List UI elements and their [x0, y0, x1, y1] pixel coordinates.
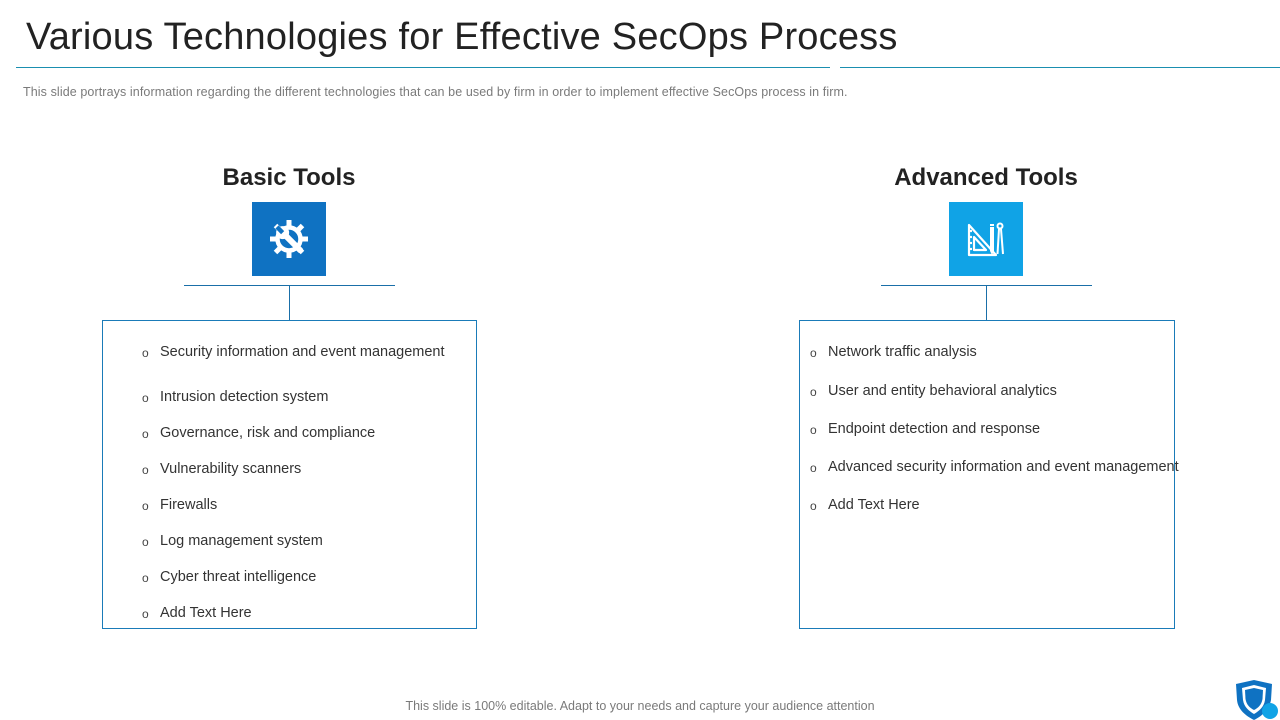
advanced-tools-icon-box [949, 202, 1023, 276]
list-item: Log management system [160, 533, 323, 549]
bullet-icon: o [810, 461, 817, 475]
bullet-icon: o [142, 607, 149, 621]
list-item: Network traffic analysis [828, 344, 977, 360]
gear-wrench-icon [270, 220, 308, 258]
bullet-icon: o [142, 427, 149, 441]
bullet-icon: o [142, 463, 149, 477]
list-item: Intrusion detection system [160, 389, 329, 405]
basic-tools-connector-vertical [289, 285, 290, 320]
list-item: Add Text Here [828, 497, 920, 513]
list-item: Advanced security information and event … [828, 459, 1179, 475]
bullet-icon: o [142, 391, 149, 405]
bullet-icon: o [142, 499, 149, 513]
basic-tools-heading: Basic Tools [222, 164, 356, 191]
list-item: User and entity behavioral analytics [828, 383, 1057, 399]
shield-icon [1236, 680, 1278, 720]
design-tools-icon [967, 222, 1004, 257]
list-item: Governance, risk and compliance [160, 425, 376, 441]
basic-tools-icon-box [252, 202, 326, 276]
page-title: Various Technologies for Effective SecOp… [26, 16, 898, 58]
basic-tools-list: o Security information and event managem… [102, 320, 477, 629]
advanced-tools-list: o Network traffic analysis o User and en… [799, 320, 1179, 629]
bullet-icon: o [810, 346, 817, 360]
advanced-tools-heading: Advanced Tools [894, 164, 1078, 191]
list-item: Endpoint detection and response [828, 421, 1041, 437]
list-item: Security information and event managemen… [160, 344, 445, 360]
list-item: Cyber threat intelligence [160, 569, 317, 585]
footer-note: This slide is 100% editable. Adapt to yo… [405, 699, 875, 713]
list-item: Vulnerability scanners [160, 461, 302, 477]
bullet-icon: o [810, 385, 817, 399]
page-subtitle: This slide portrays information regardin… [23, 85, 848, 99]
title-divider-left [16, 67, 830, 68]
advanced-tools-connector-vertical [986, 285, 987, 320]
bullet-icon: o [810, 499, 817, 513]
bullet-icon: o [142, 571, 149, 585]
list-item: Add Text Here [160, 605, 252, 621]
title-divider-right [840, 67, 1280, 68]
bullet-icon: o [142, 346, 149, 360]
bullet-icon: o [142, 535, 149, 549]
list-item: Firewalls [160, 497, 218, 513]
bullet-icon: o [810, 423, 817, 437]
